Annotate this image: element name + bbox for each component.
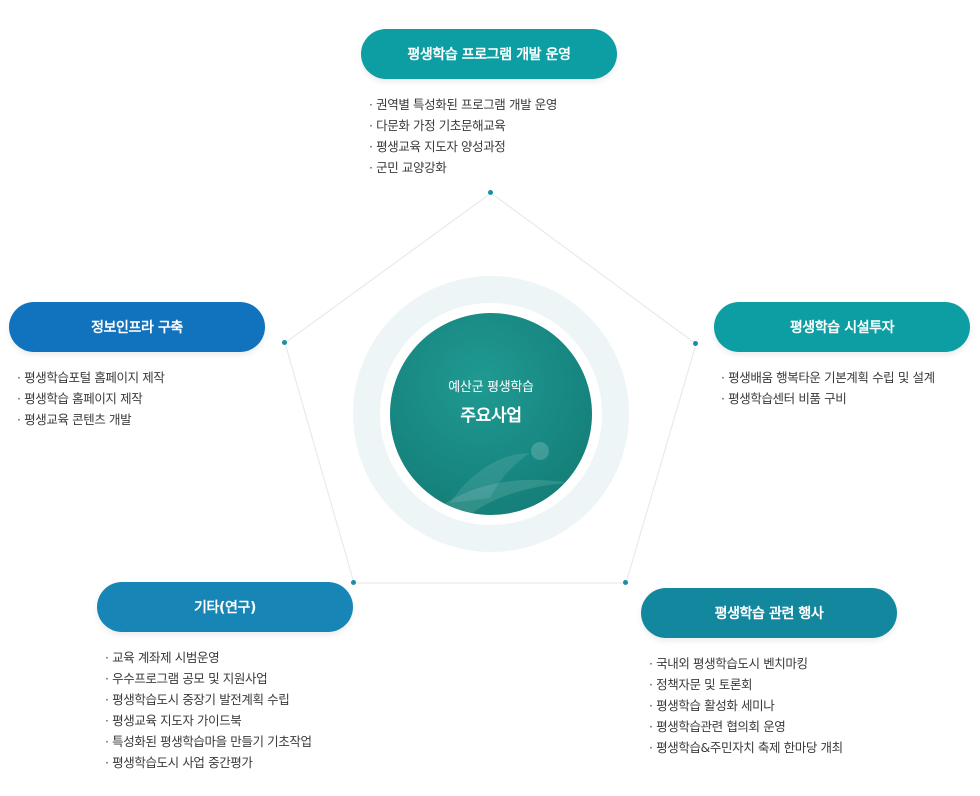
center-subtitle: 예산군 평생학습: [448, 380, 534, 395]
node-left-list: 평생학습포털 홈페이지 제작 평생학습 홈페이지 제작 평생교육 콘텐츠 개발: [17, 367, 165, 430]
node-bottom-left-title: 기타(연구): [97, 582, 353, 632]
center-decoration: [430, 442, 570, 515]
list-item: 다문화 가정 기초문해교육: [369, 115, 557, 136]
list-item: 우수프로그램 공모 및 지원사업: [105, 668, 312, 689]
node-right-list: 평생배움 행복타운 기본계획 수립 및 설계 평생학습센터 비품 구비: [721, 367, 935, 409]
connector-dot-left: [282, 340, 287, 345]
node-bottom-right-list: 국내외 평생학습도시 벤치마킹 정책자문 및 토론회 평생학습 활성화 세미나 …: [649, 653, 843, 758]
list-item: 교육 계좌제 시범운영: [105, 647, 312, 668]
connector-dot-bottom-left: [351, 580, 356, 585]
list-item: 특성화된 평생학습마을 만들기 기초작업: [105, 731, 312, 752]
list-item: 평생학습센터 비품 구비: [721, 388, 935, 409]
list-item: 평생교육 콘텐츠 개발: [17, 409, 165, 430]
list-item: 군민 교양강화: [369, 157, 557, 178]
list-item: 권역별 특성화된 프로그램 개발 운영: [369, 94, 557, 115]
center-hub: 예산군 평생학습 주요사업: [390, 313, 592, 515]
connector-dot-top: [488, 190, 493, 195]
node-top-title: 평생학습 프로그램 개발 운영: [361, 29, 617, 79]
list-item: 정책자문 및 토론회: [649, 674, 843, 695]
node-right-title: 평생학습 시설투자: [714, 302, 970, 352]
list-item: 평생학습관련 협의회 운영: [649, 716, 843, 737]
list-item: 평생교육 지도자 양성과정: [369, 136, 557, 157]
list-item: 평생학습도시 중장기 발전계획 수립: [105, 689, 312, 710]
center-title: 주요사업: [460, 406, 522, 426]
list-item: 평생학습포털 홈페이지 제작: [17, 367, 165, 388]
list-item: 평생학습 홈페이지 제작: [17, 388, 165, 409]
connector-dot-bottom-right: [623, 580, 628, 585]
node-bottom-right-title: 평생학습 관련 행사: [641, 588, 897, 638]
list-item: 평생학습&주민자치 축제 한마당 개최: [649, 737, 843, 758]
list-item: 평생배움 행복타운 기본계획 수립 및 설계: [721, 367, 935, 388]
node-left-title: 정보인프라 구축: [9, 302, 265, 352]
list-item: 국내외 평생학습도시 벤치마킹: [649, 653, 843, 674]
node-top-list: 권역별 특성화된 프로그램 개발 운영 다문화 가정 기초문해교육 평생교육 지…: [369, 94, 557, 178]
list-item: 평생학습 활성화 세미나: [649, 695, 843, 716]
node-bottom-left-list: 교육 계좌제 시범운영 우수프로그램 공모 및 지원사업 평생학습도시 중장기 …: [105, 647, 312, 773]
list-item: 평생학습도시 사업 중간평가: [105, 752, 312, 773]
list-item: 평생교육 지도자 가이드북: [105, 710, 312, 731]
connector-dot-right: [693, 341, 698, 346]
